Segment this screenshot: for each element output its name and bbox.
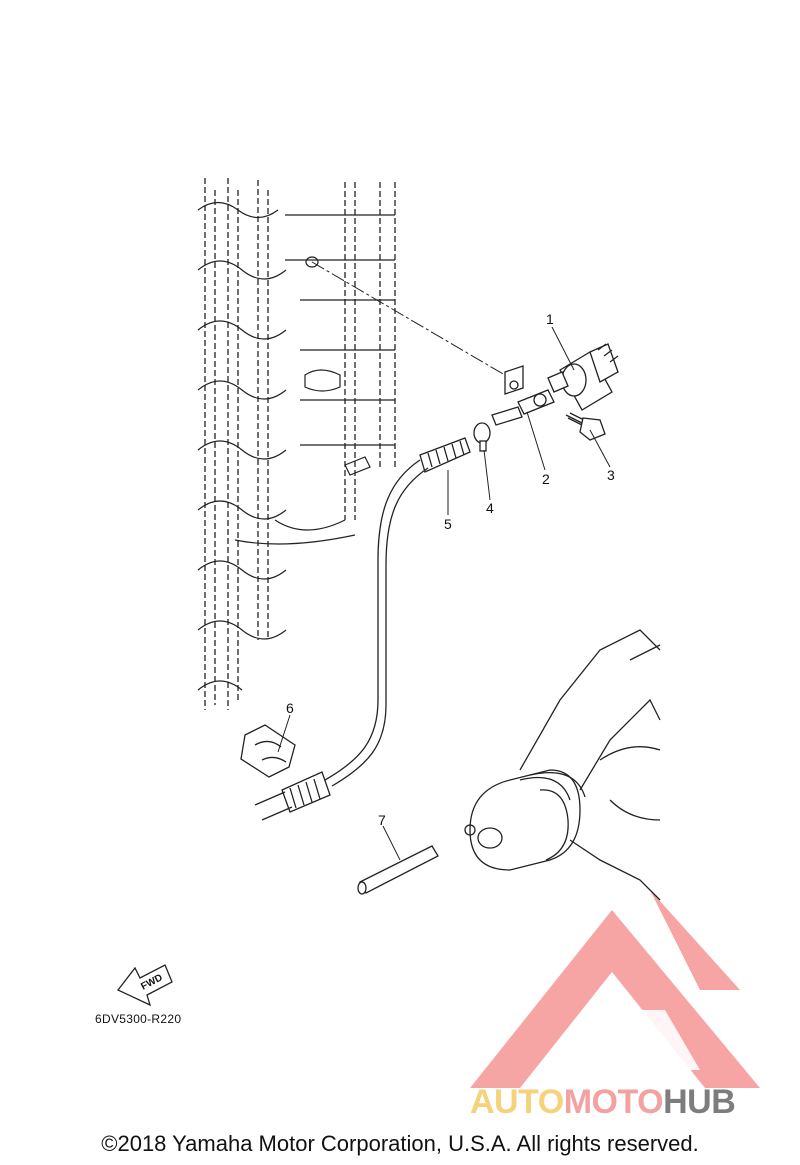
watermark-part-2: MOTO (563, 1083, 664, 1121)
part-4-clamp-drawing (473, 422, 491, 452)
part-5-hose-drawing (324, 437, 471, 787)
watermark-text: AUTOMOTOHUB (470, 1083, 736, 1121)
part-6-hose-clip-drawing (240, 724, 296, 778)
copyright-notice: ©2018 Yamaha Motor Corporation, U.S.A. A… (101, 1131, 699, 1156)
callout-7: 7 (378, 812, 386, 828)
lower-unit-drawing (464, 629, 661, 901)
mounting-leader-line (311, 261, 511, 379)
callout-leader-lines (277, 326, 611, 861)
callout-3: 3 (607, 467, 615, 483)
hose-lower-end-drawing (254, 771, 331, 821)
callout-6: 6 (286, 700, 294, 716)
engine-block-ribs (197, 201, 395, 691)
watermark-part-3: HUB (663, 1083, 736, 1121)
part-3-bolt-drawing (565, 412, 606, 441)
callout-1: 1 (546, 311, 554, 327)
part-2-bracket-drawing (491, 365, 555, 426)
engine-block-drawing (204, 178, 396, 710)
part-7-pin-drawing (357, 845, 439, 895)
callout-4: 4 (486, 500, 494, 516)
fwd-arrow-drawing: FWD (116, 964, 173, 1007)
callout-5: 5 (444, 516, 452, 532)
diagram-code: 6DV5300-R220 (95, 1012, 182, 1026)
part-1-sensor-drawing (547, 343, 619, 411)
watermark-logo (470, 890, 760, 1088)
callout-2: 2 (542, 471, 550, 487)
watermark-part-1: AUTO (470, 1083, 564, 1121)
